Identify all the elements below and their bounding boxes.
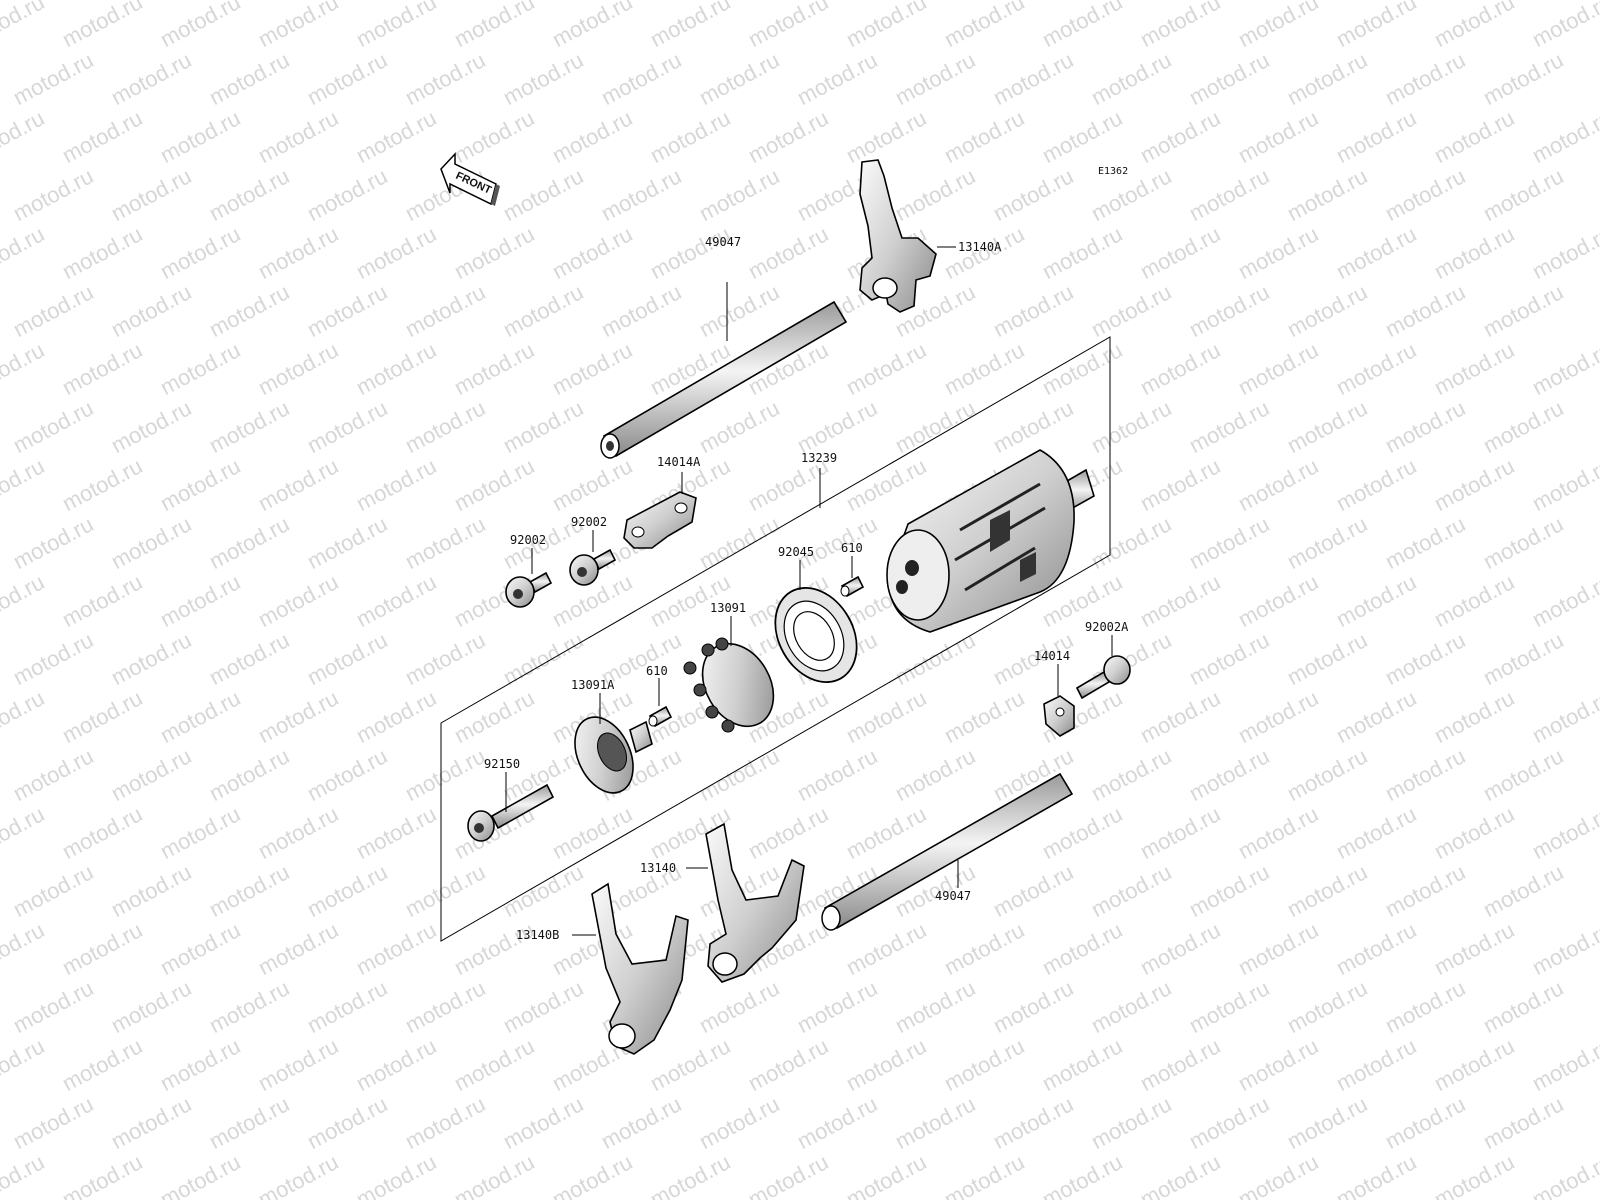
label-92002-left: 92002: [510, 533, 546, 547]
shift-drum-13239: [886, 449, 1095, 633]
pin-holder-13091: [683, 637, 775, 733]
shift-rod-49047-upper: [600, 300, 848, 459]
label-14014a: 14014A: [657, 455, 701, 469]
bolt-92002-right: [569, 548, 617, 586]
label-13140a: 13140A: [958, 240, 1002, 254]
bolt-92150: [467, 783, 555, 842]
label-14014: 14014: [1034, 649, 1070, 663]
holder-plate-13091a: [574, 716, 653, 794]
label-610-upper: 610: [841, 541, 863, 555]
label-49047-lower: 49047: [935, 889, 971, 903]
label-49047-upper: 49047: [705, 235, 741, 249]
bearing-92045: [774, 587, 858, 683]
bolt-92002-left: [505, 571, 553, 608]
label-92045: 92045: [778, 545, 814, 559]
label-610-lower: 610: [646, 664, 668, 678]
bolt-92002a: [1075, 655, 1131, 700]
label-92002-right: 92002: [571, 515, 607, 529]
shift-fork-13140b: [591, 882, 689, 1055]
label-13091a: 13091A: [571, 678, 615, 692]
label-92150: 92150: [484, 757, 520, 771]
shift-fork-13140: [705, 822, 805, 983]
pin-610-upper: [840, 575, 865, 598]
plate-14014a: [623, 491, 697, 549]
front-arrow-icon: FRONT: [440, 152, 500, 206]
pin-610-lower: [648, 705, 673, 728]
shift-rod-49047-lower: [821, 772, 1074, 931]
label-13091: 13091: [710, 601, 746, 615]
label-13239: 13239: [801, 451, 837, 465]
label-13140: 13140: [640, 861, 676, 875]
shift-fork-13140a: [859, 159, 937, 313]
diagram-code: E1362: [1098, 166, 1128, 177]
label-13140b: 13140B: [516, 928, 559, 942]
assembly-frame: [440, 336, 1111, 942]
label-92002a: 92002A: [1085, 620, 1129, 634]
plate-14014: [1043, 695, 1075, 737]
